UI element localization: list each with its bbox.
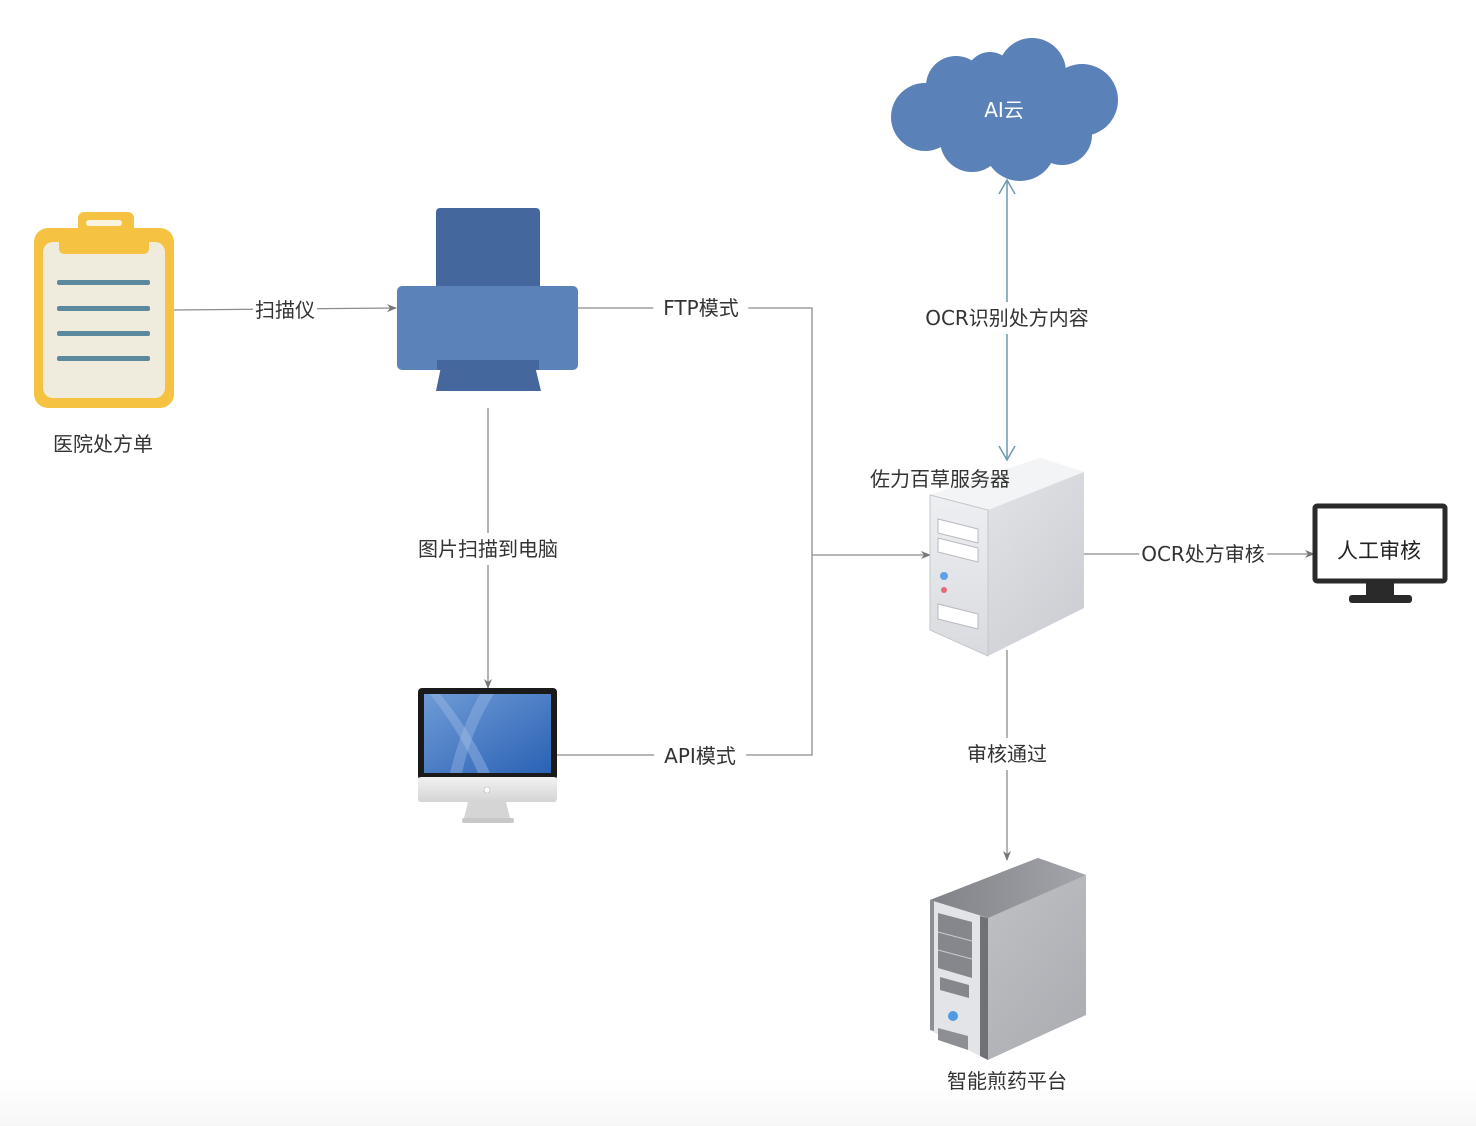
printer-icon	[397, 208, 578, 391]
monitor-icon[interactable]	[1312, 503, 1448, 603]
desktop-computer-icon	[418, 688, 557, 823]
edge-label-api-mode: API模式	[654, 744, 746, 768]
edge-label-scanner: 扫描仪	[253, 298, 317, 322]
edge-computer-api	[557, 555, 813, 756]
node-label-manual-review: 人工审核	[1337, 539, 1421, 563]
node-label-ai-cloud: AI云	[984, 98, 1024, 122]
connectors	[173, 304, 1315, 861]
edge-label-ocr-review: OCR处方审核	[1139, 542, 1267, 566]
clipboard-icon	[34, 212, 174, 408]
tower-server-icon	[930, 858, 1086, 1060]
edge-scanner-ftp	[578, 307, 813, 555]
cloud-icon	[891, 38, 1118, 181]
node-label-server: 佐力百草服务器	[870, 467, 1010, 491]
edge-label-scan-to-computer: 图片扫描到电脑	[416, 533, 560, 565]
edge-label-review-passed: 审核通过	[965, 738, 1049, 770]
node-label-decoction-platform: 智能煎药平台	[947, 1069, 1067, 1093]
node-label-prescription: 医院处方单	[53, 432, 153, 456]
edge-label-ocr-recognize: OCR识别处方内容	[923, 302, 1091, 334]
server-icon	[929, 458, 1084, 657]
edge-label-ftp-mode: FTP模式	[653, 296, 749, 320]
